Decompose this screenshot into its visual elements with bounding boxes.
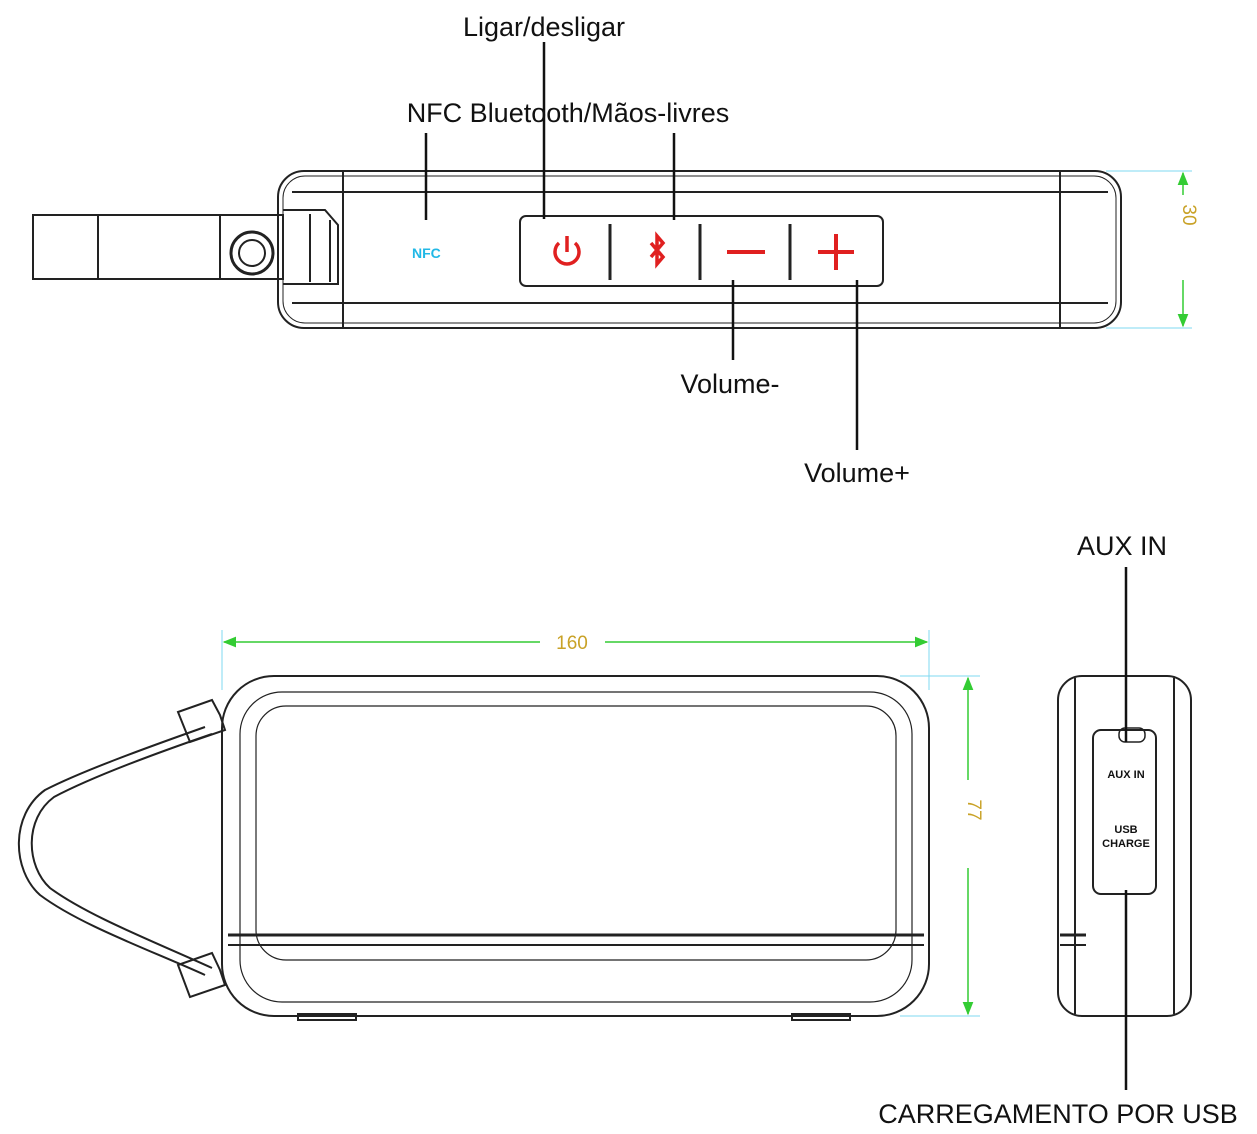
height-value: 77 <box>963 799 984 820</box>
speaker-body-top <box>277 170 1122 329</box>
top-view: NFC <box>32 12 1199 488</box>
height-dimension: 77 <box>900 675 984 1017</box>
strap <box>32 209 339 285</box>
callout-leaders-top <box>424 42 859 450</box>
width-value: 160 <box>556 633 588 654</box>
volume-minus-label: Volume- <box>680 369 779 399</box>
volume-plus-label: Volume+ <box>804 458 910 488</box>
power-label: Ligar/desligar <box>463 12 625 42</box>
nfc-bluetooth-label: NFC Bluetooth/Mãos-livres <box>407 98 730 128</box>
speaker-body-front <box>221 675 930 1021</box>
width-dimension: 160 <box>221 630 930 690</box>
usb-port-mark-line2: CHARGE <box>1102 838 1150 850</box>
volume-up-button[interactable] <box>818 234 854 270</box>
depth-value: 30 <box>1178 204 1199 225</box>
front-view: 160 77 <box>17 630 984 1021</box>
power-icon <box>553 236 581 266</box>
handle <box>17 698 227 999</box>
side-view: AUX IN USB CHARGE AUX IN CARREGAMENTO PO… <box>878 531 1238 1129</box>
button-panel <box>519 215 884 287</box>
depth-dimension: 30 <box>1106 170 1199 329</box>
nfc-mark: NFC <box>412 245 441 261</box>
plus-icon <box>818 234 854 270</box>
bluetooth-button[interactable] <box>649 231 666 269</box>
port-panel <box>1092 727 1157 895</box>
power-button[interactable] <box>553 236 581 266</box>
usb-port-mark-line1: USB <box>1114 824 1137 836</box>
speaker-body-side <box>1057 675 1192 1017</box>
bluetooth-icon <box>649 231 666 269</box>
aux-port-mark: AUX IN <box>1107 769 1144 781</box>
aux-in-label: AUX IN <box>1077 531 1167 561</box>
usb-charge-label: CARREGAMENTO POR USB <box>878 1099 1238 1129</box>
